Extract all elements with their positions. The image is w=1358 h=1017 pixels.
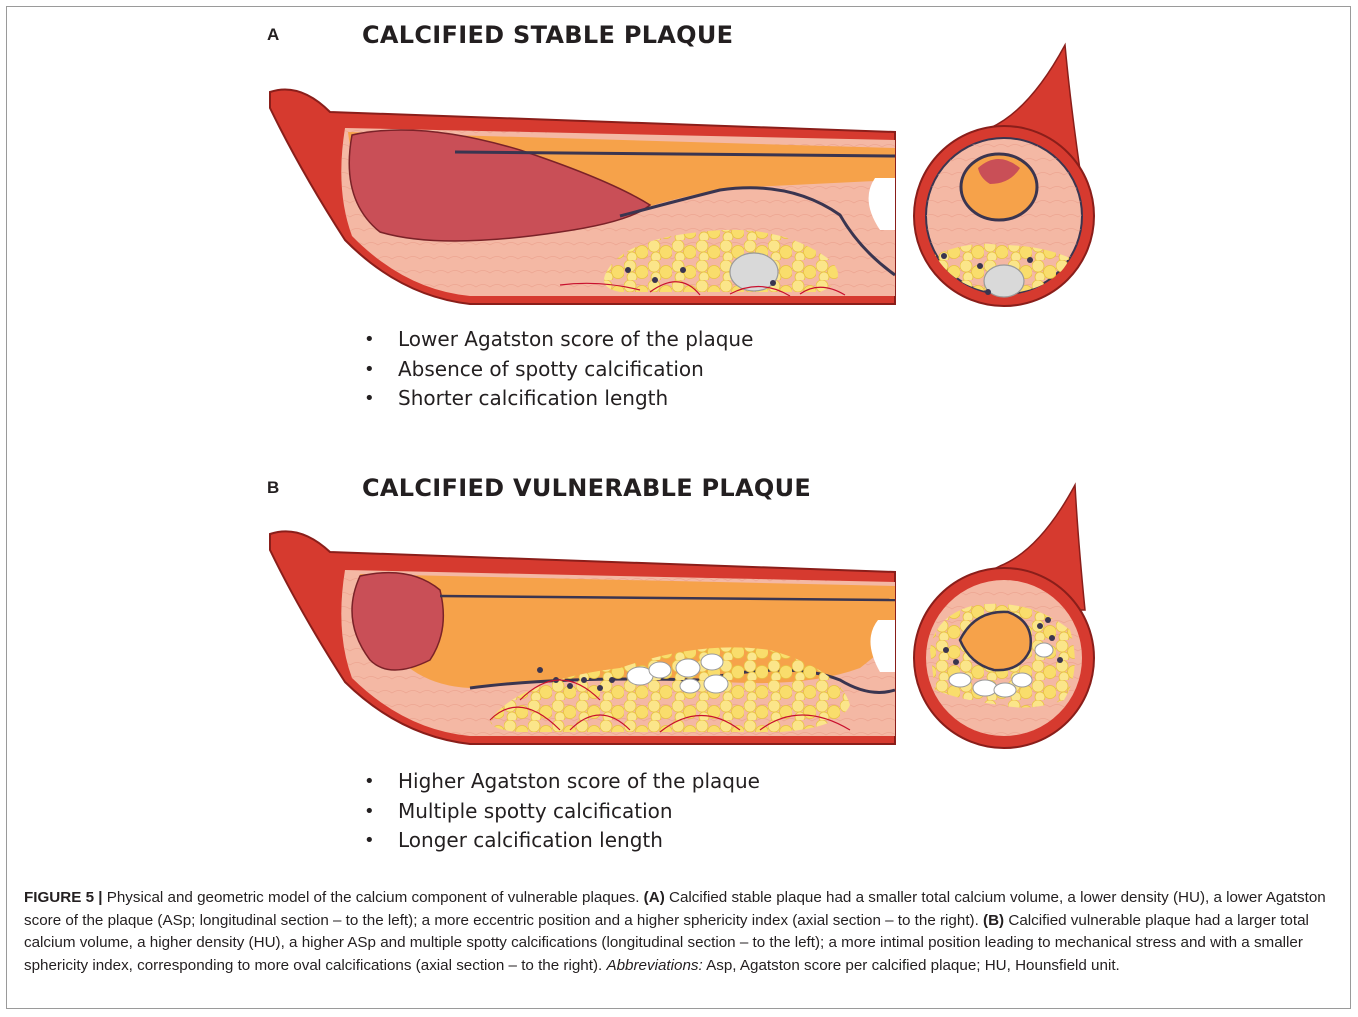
panel-a-axial-vessel xyxy=(914,45,1094,306)
caption-b-label: (B) xyxy=(983,912,1004,929)
panel-b-longitudinal-vessel xyxy=(270,531,895,744)
panel-b-letter: B xyxy=(267,478,279,498)
panel-b-title: CALCIFIED VULNERABLE PLAQUE xyxy=(362,474,811,502)
panel-a-bullet: Shorter calcification length xyxy=(364,384,753,414)
panel-b-bullet: Longer calcification length xyxy=(364,826,760,856)
caption-abbreviations-text: Asp, Agatston score per calcified plaque… xyxy=(703,957,1120,974)
panel-a-longitudinal-vessel xyxy=(270,90,895,305)
panel-a-bullet: Lower Agatston score of the plaque xyxy=(364,325,753,355)
figure-caption: FIGURE 5 | Physical and geometric model … xyxy=(24,887,1334,977)
panel-b-bullet-list: Higher Agatston score of the plaque Mult… xyxy=(364,767,760,856)
panel-b-axial-vessel xyxy=(914,485,1094,748)
caption-label: FIGURE 5 | xyxy=(24,889,103,906)
panel-b-bullet: Multiple spotty calcification xyxy=(364,797,760,827)
panel-b-bullet: Higher Agatston score of the plaque xyxy=(364,767,760,797)
caption-intro: Physical and geometric model of the calc… xyxy=(103,889,644,906)
caption-a-label: (A) xyxy=(644,889,665,906)
panel-a-bullet: Absence of spotty calcification xyxy=(364,355,753,385)
caption-abbreviations-label: Abbreviations: xyxy=(606,957,702,974)
panel-a-bullet-list: Lower Agatston score of the plaque Absen… xyxy=(364,325,753,414)
